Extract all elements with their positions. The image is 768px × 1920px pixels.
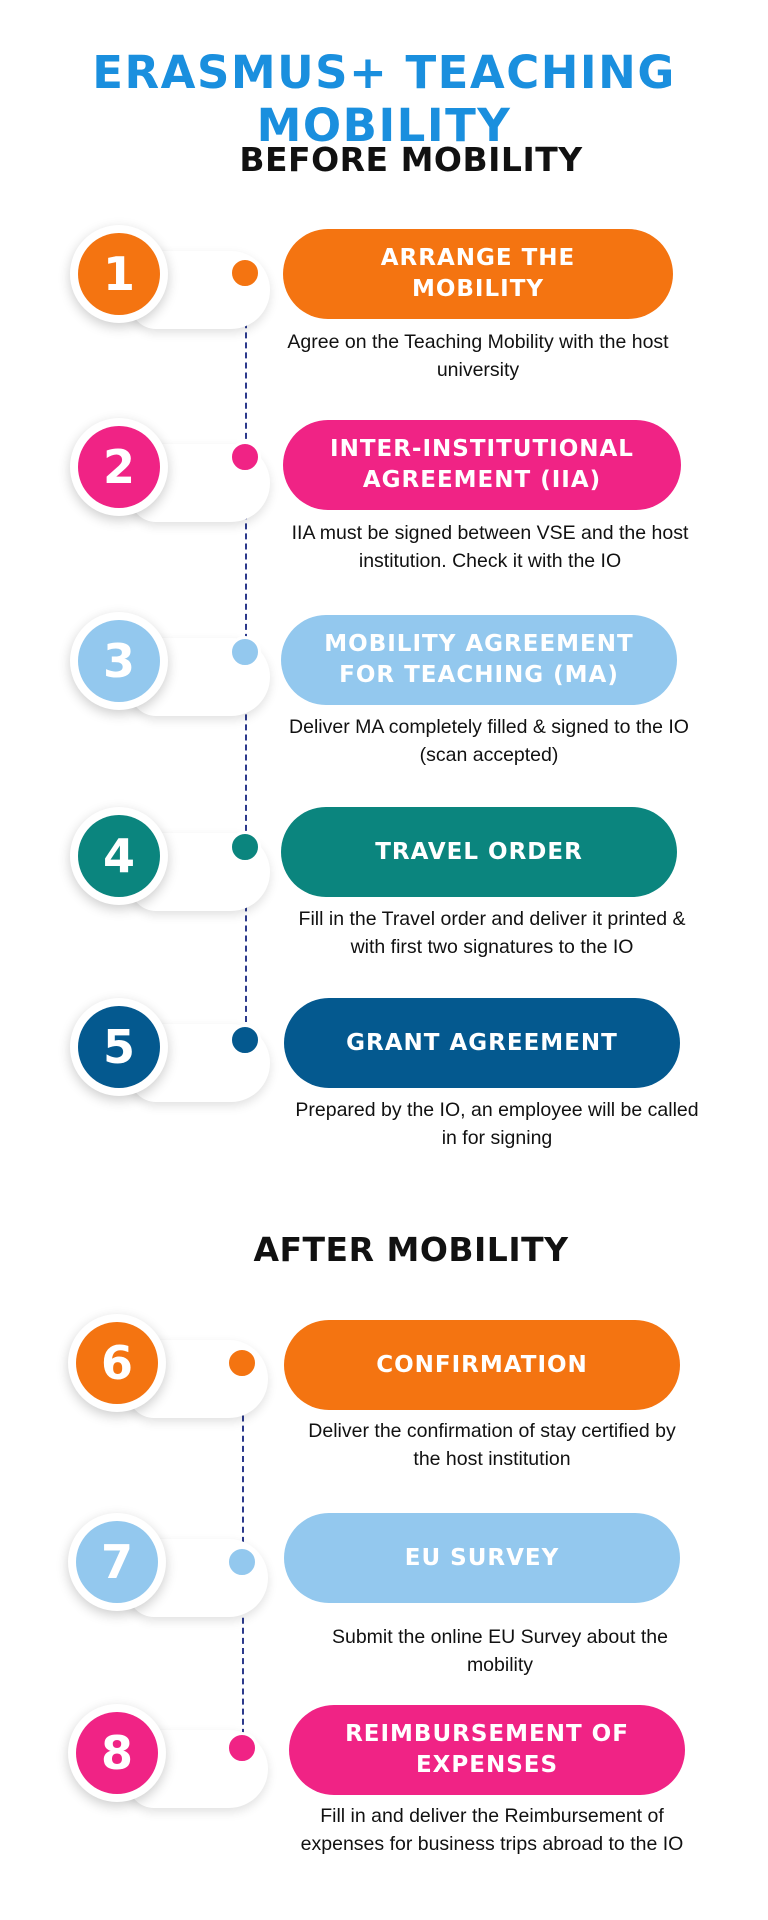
step-description: Deliver MA completely filled & signed to…	[289, 716, 689, 766]
step-description: Agree on the Teaching Mobility with the …	[287, 331, 669, 381]
step-description: Fill in the Travel order and deliver it …	[298, 908, 686, 958]
step-6: 6 CONFIRMATION Deliver the confirmation …	[0, 1314, 768, 1494]
step-number-badge: 7	[68, 1513, 268, 1643]
step-title-pill: REIMBURSEMENT OF EXPENSES	[289, 1705, 685, 1795]
step-title-pill: ARRANGE THE MOBILITY	[283, 229, 673, 319]
step-title-pill: CONFIRMATION	[284, 1320, 680, 1410]
step-title-pill: TRAVEL ORDER	[281, 807, 677, 897]
step-description: Submit the online EU Survey about the mo…	[331, 1626, 669, 1676]
step-1: 1 ARRANGE THE MOBILITY Agree on the Teac…	[0, 225, 768, 405]
step-3: 3 MOBILITY AGREEMENT FOR TEACHING (MA) D…	[0, 612, 768, 792]
step-description: IIA must be signed between VSE and the h…	[291, 522, 689, 572]
step-number-badge: 8	[68, 1704, 268, 1834]
timeline-dot	[226, 1546, 258, 1578]
page-title: ERASMUS+ TEACHING MOBILITY	[92, 46, 676, 152]
section-title-after: AFTER MOBILITY	[253, 1230, 569, 1269]
step-title-pill: GRANT AGREEMENT	[284, 998, 680, 1088]
timeline-dot	[229, 1024, 261, 1056]
step-number-badge: 1	[70, 225, 270, 355]
step-number-badge: 5	[70, 998, 270, 1128]
step-description: Deliver the confirmation of stay certifi…	[308, 1420, 676, 1470]
step-title-pill: EU SURVEY	[284, 1513, 680, 1603]
timeline-dot	[226, 1732, 258, 1764]
step-title-pill: INTER-INSTITUTIONAL AGREEMENT (IIA)	[283, 420, 681, 510]
timeline-dot	[229, 257, 261, 289]
timeline-dot	[229, 831, 261, 863]
step-number: 3	[78, 620, 160, 702]
timeline-dot	[229, 441, 261, 473]
step-4: 4 TRAVEL ORDER Fill in the Travel order …	[0, 807, 768, 987]
step-number: 7	[76, 1521, 158, 1603]
step-number-badge: 2	[70, 418, 270, 548]
step-7: 7 EU SURVEY Submit the online EU Survey …	[0, 1513, 768, 1693]
step-number: 6	[76, 1322, 158, 1404]
step-description: Prepared by the IO, an employee will be …	[295, 1099, 699, 1149]
step-number-badge: 6	[68, 1314, 268, 1444]
section-title-before: BEFORE MOBILITY	[239, 140, 583, 179]
step-description: Fill in and deliver the Reimbursement of…	[300, 1805, 684, 1855]
step-5: 5 GRANT AGREEMENT Prepared by the IO, an…	[0, 998, 768, 1178]
step-title-pill: MOBILITY AGREEMENT FOR TEACHING (MA)	[281, 615, 677, 705]
step-number: 4	[78, 815, 160, 897]
timeline-dot	[226, 1347, 258, 1379]
timeline-dot	[229, 636, 261, 668]
step-8: 8 REIMBURSEMENT OF EXPENSES Fill in and …	[0, 1704, 768, 1884]
step-number: 5	[78, 1006, 160, 1088]
step-number-badge: 3	[70, 612, 270, 742]
step-number: 2	[78, 426, 160, 508]
step-number: 8	[76, 1712, 158, 1794]
step-2: 2 INTER-INSTITUTIONAL AGREEMENT (IIA) II…	[0, 418, 768, 598]
step-number-badge: 4	[70, 807, 270, 937]
step-number: 1	[78, 233, 160, 315]
